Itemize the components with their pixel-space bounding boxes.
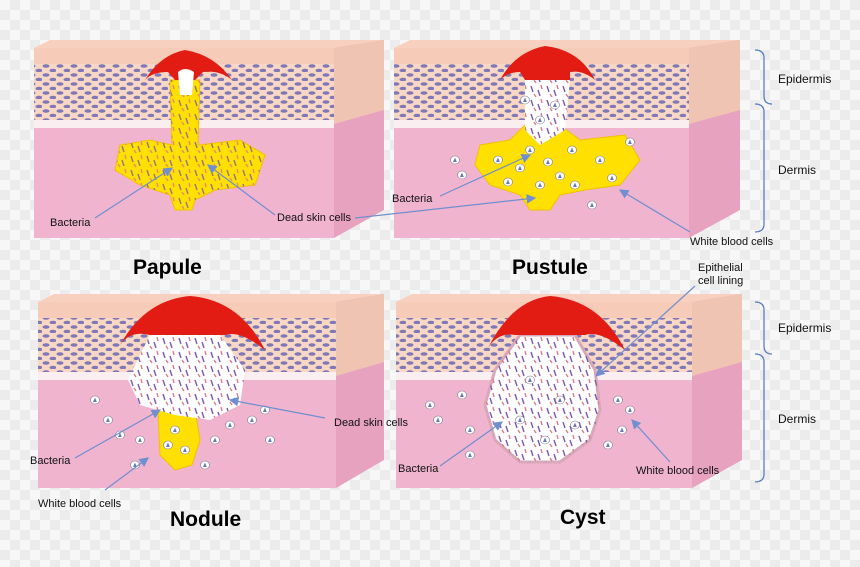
- nodule-dead-skin-cells-label: Dead skin cells: [334, 417, 408, 429]
- pustule-lesion: [450, 46, 641, 211]
- papule-bacteria-label: Bacteria: [50, 217, 91, 229]
- annotation-arrows: [74, 154, 696, 491]
- epidermis-label-bottom: Epidermis: [778, 321, 832, 335]
- pustule-title: Pustule: [512, 256, 588, 279]
- nodule-bacteria-label: Bacteria: [30, 455, 71, 467]
- layer-brackets: [754, 49, 773, 483]
- pustule-skin-block: [394, 40, 740, 238]
- papule-lesion: [114, 50, 266, 211]
- nodule-lesion: [90, 296, 275, 471]
- cyst-white-blood-cells-label: White blood cells: [636, 465, 720, 477]
- dermis-label-bottom: Dermis: [778, 412, 816, 426]
- epithelial-cell-lining-label: Epithelial cell lining: [698, 262, 744, 287]
- cyst-title: Cyst: [560, 506, 606, 529]
- cyst-bacteria-label: Bacteria: [398, 463, 439, 475]
- nodule-white-blood-cells-label: White blood cells: [38, 498, 122, 510]
- nodule-title: Nodule: [170, 508, 242, 531]
- dead-skin-cells-label-top: Dead skin cells: [277, 212, 351, 224]
- pustule-bacteria-label: Bacteria: [392, 193, 433, 205]
- dermis-label-top: Dermis: [778, 163, 816, 177]
- cyst-lesion: [425, 296, 635, 464]
- epidermis-label-top: Epidermis: [778, 72, 832, 86]
- papule-title: Papule: [133, 256, 202, 279]
- pustule-white-blood-cells-label: White blood cells: [690, 236, 774, 248]
